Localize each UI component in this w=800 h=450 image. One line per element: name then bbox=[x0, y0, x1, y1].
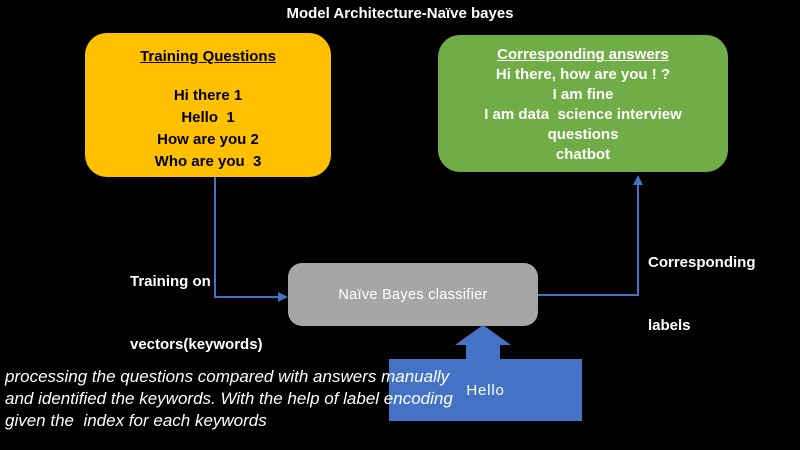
training-question-item: Hello 1 bbox=[181, 109, 235, 126]
training-question-item: How are you 2 bbox=[157, 131, 259, 148]
connector-training-horizontal-line bbox=[214, 296, 278, 298]
naive-bayes-classifier-box: Naïve Bayes classifier bbox=[288, 263, 538, 326]
processing-note: processing the questions compared with a… bbox=[5, 367, 453, 430]
block-arrow-stem bbox=[466, 343, 500, 361]
corresponding-answers-heading: Corresponding answers bbox=[497, 46, 669, 63]
training-questions-heading: Training Questions bbox=[140, 48, 276, 65]
block-up-arrow-icon bbox=[455, 325, 511, 345]
training-questions-list: Hi there 1 Hello 1 How are you 2 Who are… bbox=[85, 85, 331, 173]
answer-item: Hi there, how are you ! ? bbox=[495, 66, 671, 83]
connector-training-vertical-line bbox=[214, 177, 216, 297]
corresponding-answers-box: Corresponding answers Hi there, how are … bbox=[438, 35, 728, 172]
arrowhead-into-answers-icon bbox=[633, 175, 643, 185]
arrowhead-into-classifier-icon bbox=[278, 292, 288, 302]
training-question-item: Hi there 1 bbox=[173, 87, 243, 104]
diagram-title: Model Architecture-Naïve bayes bbox=[286, 5, 514, 22]
training-question-item: Who are you 3 bbox=[154, 153, 262, 170]
answer-item: chatbot bbox=[555, 146, 611, 163]
answer-item: I am fine bbox=[552, 86, 614, 103]
corresponding-answers-list: Hi there, how are you ! ? I am fine I am… bbox=[438, 65, 728, 165]
answer-item: I am data science interview questions bbox=[484, 106, 686, 143]
hello-input-box: Hello bbox=[389, 359, 582, 421]
training-on-vectors-label: Training on vectors(keywords) bbox=[130, 273, 263, 353]
connector-labels-horizontal-line bbox=[538, 294, 638, 296]
training-questions-box: Training Questions Hi there 1 Hello 1 Ho… bbox=[85, 33, 331, 177]
connector-labels-vertical-line bbox=[637, 184, 639, 296]
corresponding-labels-label: Corresponding labels bbox=[648, 254, 756, 334]
